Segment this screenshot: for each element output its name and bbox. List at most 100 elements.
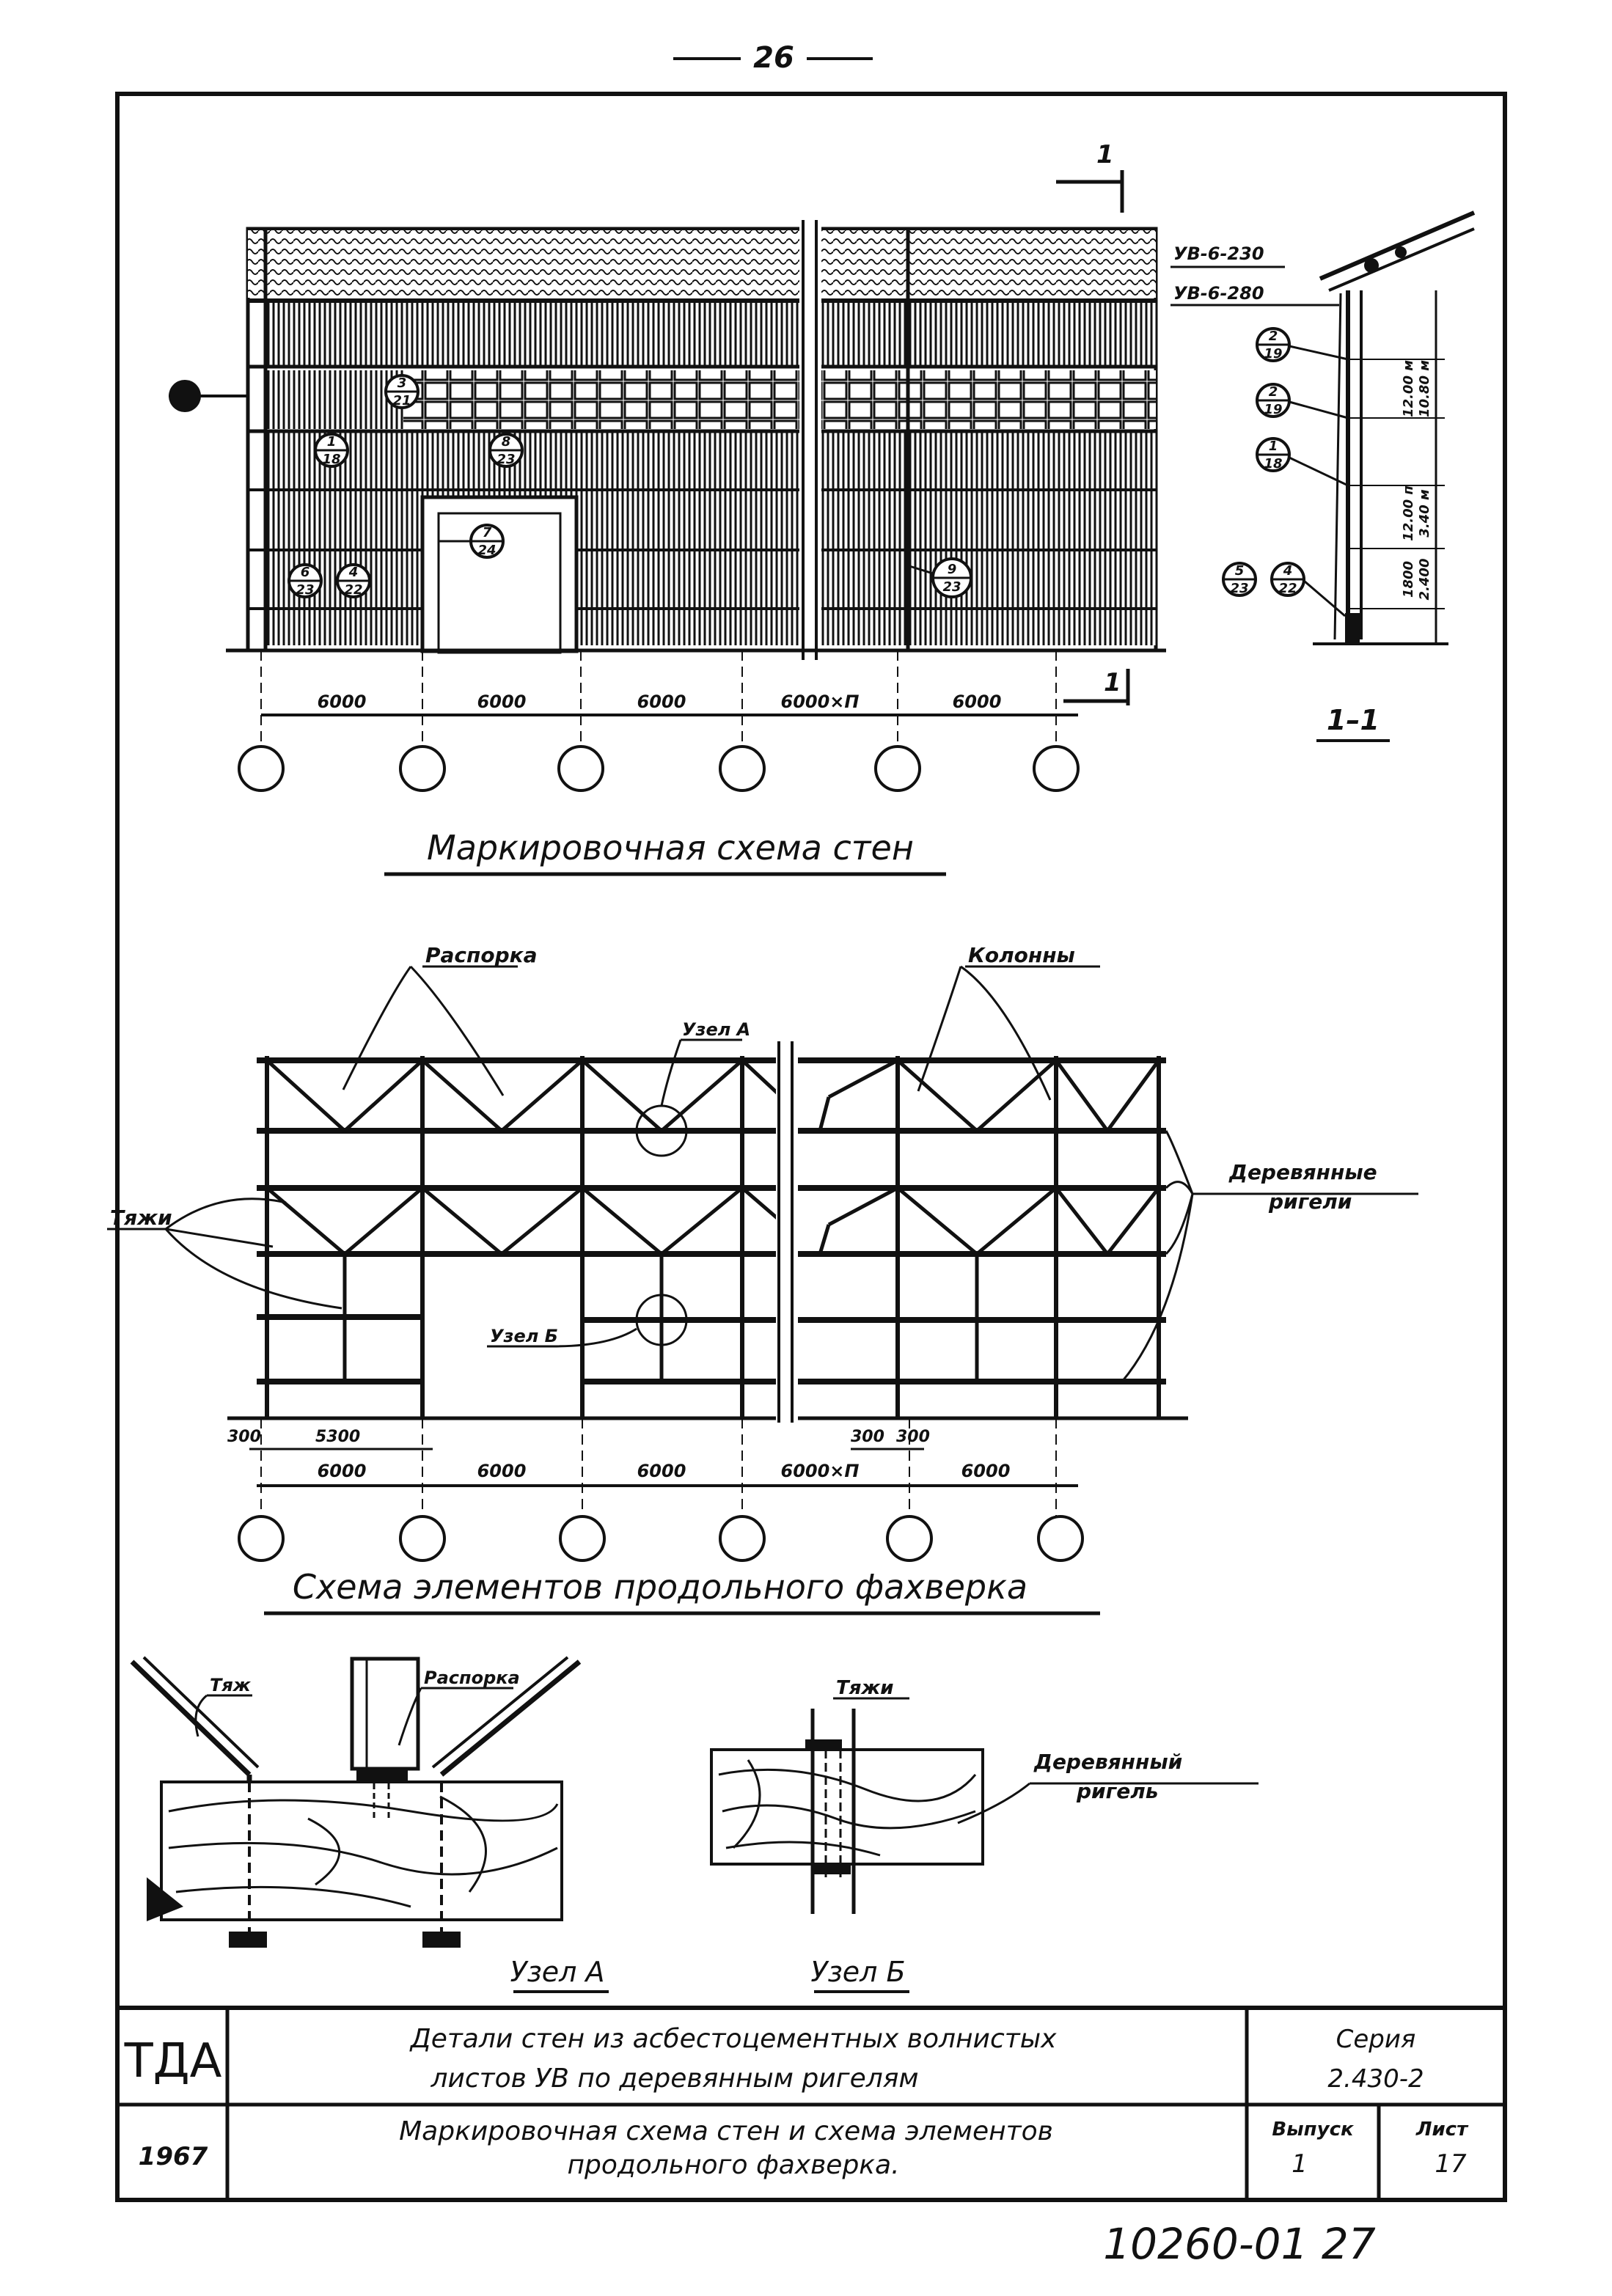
svg-text:19: 19 — [1264, 346, 1282, 362]
framing-labels: Распорка Колонны Узел А Узел Б Тяжи Дере… — [107, 943, 1418, 1382]
callout-1: 321 — [384, 374, 420, 409]
section-callout-4: 523 — [1222, 562, 1257, 597]
svg-text:19: 19 — [1264, 402, 1282, 417]
section-mark-bottom-label: 1 — [1104, 668, 1121, 697]
label-rasporka: Распорка — [425, 943, 538, 967]
svg-text:24: 24 — [477, 543, 496, 558]
section-callout-5: 422 — [1270, 562, 1346, 617]
page-number: 26 — [673, 41, 873, 75]
svg-text:1: 1 — [327, 434, 337, 450]
sheet-label: Лист — [1415, 2119, 1469, 2141]
svg-text:23: 23 — [296, 582, 314, 598]
dim-4: 6000×П — [781, 692, 860, 712]
wall-band-vertical-2 — [265, 370, 403, 429]
page-number-text: 26 — [753, 41, 794, 75]
section-cut-mark-top: 1 — [1056, 140, 1124, 213]
svg-text:8: 8 — [502, 434, 511, 450]
facade-elevation — [226, 220, 1166, 660]
label-uzel-b: Узел Б — [490, 1326, 558, 1346]
detail-b-label-tyazhi: Тяжи — [836, 1677, 894, 1699]
svg-text:4: 4 — [1283, 563, 1293, 579]
callout-3: 823 — [488, 433, 524, 468]
axis-circles-1 — [238, 745, 1080, 792]
svg-text:300: 300 — [851, 1428, 884, 1446]
wall-band-vertical-3 — [265, 433, 1156, 645]
dim-2: 6000 — [477, 692, 527, 712]
callout-5: 623 — [287, 563, 323, 598]
org-code: ТДА — [124, 2034, 222, 2088]
svg-text:3.40 м: 3.40 м — [1417, 489, 1432, 538]
svg-text:23: 23 — [942, 579, 961, 595]
svg-text:21: 21 — [392, 393, 411, 408]
svg-text:3: 3 — [397, 375, 407, 391]
svg-text:23: 23 — [497, 452, 515, 467]
window-strip — [403, 370, 1156, 429]
dimension-line-2: 300 5300 300 300 6000 6000 6000 6000×П 6… — [227, 1418, 1078, 1518]
svg-text:6000: 6000 — [477, 1461, 527, 1481]
title-line-1: Детали стен из асбестоцементных волнисты… — [409, 2024, 1058, 2054]
svg-text:12.00 м: 12.00 м — [1401, 360, 1416, 417]
callout-6: 422 — [336, 563, 371, 598]
svg-text:2.400: 2.400 — [1417, 559, 1432, 601]
svg-text:1: 1 — [1269, 439, 1278, 454]
label-tyazhi: Тяжи — [110, 1206, 172, 1230]
section-title: 1–1 — [1327, 704, 1380, 736]
svg-text:4: 4 — [348, 565, 359, 580]
rasporka-post — [350, 1657, 420, 1771]
issue-value: 1 — [1292, 2149, 1308, 2179]
svg-text:5300: 5300 — [315, 1428, 360, 1446]
svg-text:2: 2 — [1269, 384, 1278, 400]
detail-a-label-tyazh: Тяж — [210, 1675, 252, 1695]
subtitle-line-2: продольного фахверка. — [567, 2150, 899, 2180]
panel-label-2: УВ-6-280 — [1173, 283, 1264, 304]
svg-text:2: 2 — [1269, 329, 1278, 344]
callout-2: 118 — [314, 433, 349, 468]
dim-1: 6000 — [318, 692, 367, 712]
callout-4: 724 — [439, 524, 505, 559]
title-block: ТДА 1967 Детали стен из асбестоцементных… — [117, 2006, 1505, 2200]
svg-text:6000: 6000 — [318, 1461, 367, 1481]
detail-b-label-rigel-1: Деревянный — [1033, 1750, 1182, 1774]
callout-7: 923 — [909, 557, 972, 598]
svg-text:22: 22 — [1278, 581, 1297, 596]
panel-label-1: УВ-6-230 — [1173, 243, 1264, 264]
label-uzel-a: Узел А — [682, 1019, 750, 1040]
label-kolonny: Колонны — [968, 943, 1075, 967]
section-mark-top-label: 1 — [1096, 140, 1114, 169]
corrugated-sheets-top — [248, 230, 1156, 298]
section-cut-mark-bottom: 1 — [1063, 668, 1130, 705]
svg-text:6000×П: 6000×П — [781, 1461, 860, 1481]
svg-text:6000: 6000 — [637, 1461, 686, 1481]
dimension-line-1: 6000 6000 6000 6000×П 6000 — [260, 650, 1078, 748]
issue-label: Выпуск — [1272, 2119, 1355, 2141]
doc-number: 10260-01 27 — [1103, 2219, 1376, 2269]
svg-text:6: 6 — [301, 565, 310, 580]
title-line-2: листов УВ по деревянным ригелям — [430, 2064, 918, 2094]
sheet-value: 17 — [1435, 2149, 1467, 2179]
wall-band-vertical-1 — [265, 302, 1156, 367]
series-value: 2.430-2 — [1327, 2064, 1424, 2094]
svg-text:300: 300 — [896, 1428, 930, 1446]
section-1-1: УВ-6-230 УВ-6-280 12.00 м 10.80 м 12.00 … — [1170, 210, 1476, 742]
svg-text:300: 300 — [227, 1428, 261, 1446]
svg-text:7: 7 — [483, 525, 492, 540]
svg-text:12.00 п: 12.00 п — [1401, 485, 1416, 541]
section-callout-1: 219 — [1256, 327, 1349, 362]
svg-text:18: 18 — [1264, 456, 1282, 472]
drawing-1-title: Маркировочная схема стен — [427, 828, 914, 868]
sheet-frame — [115, 92, 1507, 2202]
label-derevyannye: Деревянные — [1228, 1160, 1377, 1184]
detail-b-title: Узел Б — [810, 1956, 905, 1988]
facade-axis-marker — [169, 380, 248, 412]
axis-circles-2 — [238, 1515, 1084, 1562]
framing-scheme — [227, 1041, 1188, 1423]
series-label: Серия — [1336, 2025, 1416, 2054]
svg-text:10.80 м: 10.80 м — [1417, 360, 1432, 417]
dim-3: 6000 — [637, 692, 686, 712]
svg-text:18: 18 — [322, 452, 340, 467]
svg-text:5: 5 — [1235, 563, 1245, 579]
svg-text:9: 9 — [948, 562, 957, 577]
detail-b: Тяжи Деревянный ригель Узел Б — [710, 1677, 1259, 1993]
section-callout-3: 118 — [1256, 437, 1349, 487]
